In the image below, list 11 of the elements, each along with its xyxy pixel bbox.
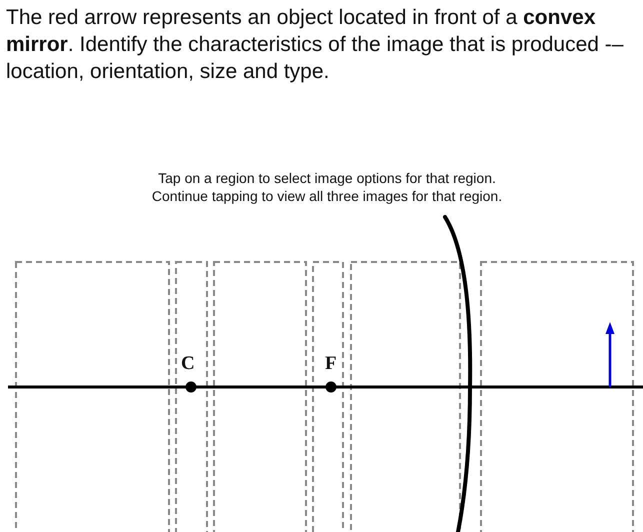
instruction-text: Tap on a region to select image options for that region.	[158, 170, 496, 186]
region-outline	[350, 261, 461, 532]
region-outline	[213, 261, 307, 532]
point-label: C	[181, 353, 195, 375]
region-outline	[312, 261, 344, 532]
question-text: The red arrow represents an object located in front of a convex mirror. Identify the characteristics of the image that is produced -– location, orientation, size and type.	[6, 5, 624, 85]
region-outline	[175, 261, 208, 532]
region-outline	[480, 261, 634, 532]
point-label: F	[325, 353, 337, 375]
instruction-text: Continue tapping to view all three images for that region.	[152, 188, 502, 204]
region-outline	[15, 261, 170, 532]
